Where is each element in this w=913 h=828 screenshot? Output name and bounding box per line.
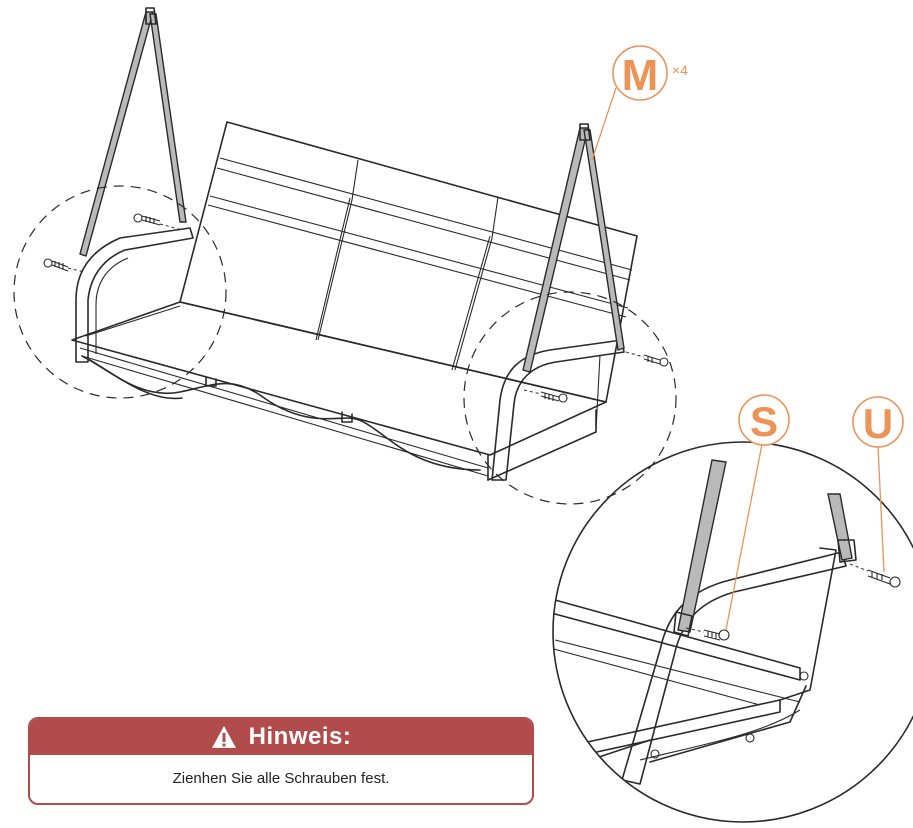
callout-s: S — [725, 394, 790, 631]
left-armrest — [75, 227, 194, 363]
seat-underframe — [81, 355, 481, 471]
bolt-icon — [43, 258, 85, 273]
bolt-icon — [625, 351, 669, 367]
bolt-icon — [523, 389, 568, 403]
detail-circle-left — [13, 185, 227, 399]
note-box: Hinweis: Zienhen Sie alle Schrauben fest… — [28, 717, 534, 805]
right-armrest — [491, 339, 625, 481]
note-text: Zienhen Sie alle Schrauben fest. — [172, 770, 390, 787]
callout-m-letter: M — [622, 51, 659, 100]
warning-triangle-icon — [211, 726, 236, 748]
note-title: Hinweis: — [248, 723, 352, 750]
bolt-icon — [133, 213, 183, 231]
callout-u: U — [852, 396, 904, 573]
callout-m-quantity: ×4 — [672, 62, 688, 78]
seat-panel — [71, 301, 607, 456]
left-chain — [79, 11, 154, 257]
callout-u-letter: U — [863, 400, 893, 447]
right-chain — [522, 127, 589, 373]
zoom-detail — [552, 441, 913, 823]
detail-circle-right — [463, 291, 677, 505]
swing-bench — [43, 7, 669, 481]
note-header: Hinweis: — [30, 719, 532, 755]
bolt-icon — [849, 563, 901, 588]
callout-m: M ×4 — [591, 45, 688, 161]
callout-s-letter: S — [750, 398, 778, 445]
bolt-icon — [685, 627, 730, 641]
zoom-circle — [552, 441, 913, 823]
